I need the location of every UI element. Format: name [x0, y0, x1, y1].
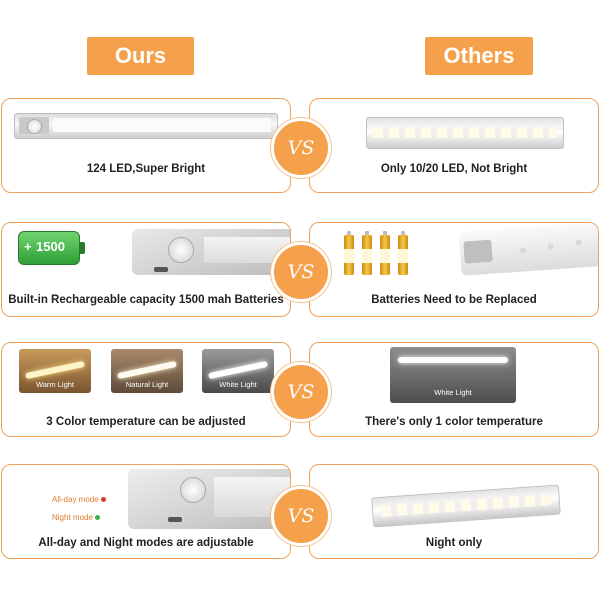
swatch-natural: Natural Light	[111, 349, 183, 393]
others-panel-battery: Batteries Need to be Replaced	[309, 222, 599, 317]
led-dots	[373, 127, 557, 138]
others-swatch-white: White Light	[390, 347, 516, 403]
others-panel-color: White Light There's only 1 color tempera…	[309, 342, 599, 437]
motion-sensor-icon	[27, 119, 42, 134]
aaa-battery-icon	[362, 231, 372, 275]
others-header: Others	[425, 37, 533, 75]
usb-port-icon	[168, 517, 182, 522]
ours-caption-modes: All-day and Night modes are adjustable	[38, 537, 254, 549]
vs-badge-4: VS	[271, 486, 331, 546]
others-caption-battery: Batteries Need to be Replaced	[371, 294, 537, 306]
vs-badge-2: VS	[271, 242, 331, 302]
ours-panel-brightness: 124 LED,Super Bright	[1, 98, 291, 193]
ours-caption-battery: Built-in Rechargeable capacity 1500 mah …	[8, 294, 284, 306]
swatch-warm-label: Warm Light	[35, 380, 75, 389]
ours-caption-brightness: 124 LED,Super Bright	[86, 163, 206, 175]
others-caption-brightness: Only 10/20 LED, Not Bright	[380, 163, 528, 175]
battery-capacity-label: 1500	[36, 239, 65, 254]
swatch-natural-label: Natural Light	[125, 380, 169, 389]
ours-light-bar	[14, 113, 278, 139]
ours-caption-color: 3 Color temperature can be adjusted	[46, 416, 246, 428]
others-light-bar	[366, 117, 564, 149]
green-indicator-icon	[95, 515, 101, 520]
others-light-bar-night	[371, 484, 561, 528]
ours-panel-color: Warm Light Natural Light White Light 3 C…	[1, 342, 291, 437]
aaa-battery-icon	[380, 231, 390, 275]
red-indicator-icon	[100, 497, 106, 502]
battery-icon: + 1500	[18, 231, 85, 265]
swatch-white-label: White Light	[219, 380, 257, 389]
others-device-battery-door	[458, 223, 598, 276]
aaa-battery-icon	[344, 231, 354, 275]
usb-port-icon	[154, 267, 168, 272]
sensor-dome-icon	[180, 477, 206, 503]
ours-device-modes	[128, 469, 290, 529]
mode-night-label: Night mode	[52, 513, 93, 522]
others-swatch-label: White Light	[434, 388, 472, 397]
sensor-dome-icon	[168, 237, 194, 263]
vs-badge-3: VS	[271, 362, 331, 422]
swatch-warm: Warm Light	[19, 349, 91, 393]
ours-panel-modes: All-day mode Night mode All-day and Nigh…	[1, 464, 291, 559]
mode-allday-label: All-day mode	[52, 495, 99, 504]
others-panel-brightness: Only 10/20 LED, Not Bright	[309, 98, 599, 193]
ours-device-battery	[132, 229, 290, 275]
ours-header: Ours	[87, 37, 194, 75]
others-caption-modes: Night only	[425, 537, 483, 549]
mode-labels: All-day mode Night mode	[52, 491, 106, 527]
vs-badge-1: VS	[271, 118, 331, 178]
others-panel-modes: Night only	[309, 464, 599, 559]
ours-panel-battery: + 1500 Built-in Rechargeable capacity 15…	[1, 222, 291, 317]
others-caption-color: There's only 1 color temperature	[365, 416, 543, 428]
aaa-battery-icon	[398, 231, 408, 275]
swatch-white: White Light	[202, 349, 274, 393]
